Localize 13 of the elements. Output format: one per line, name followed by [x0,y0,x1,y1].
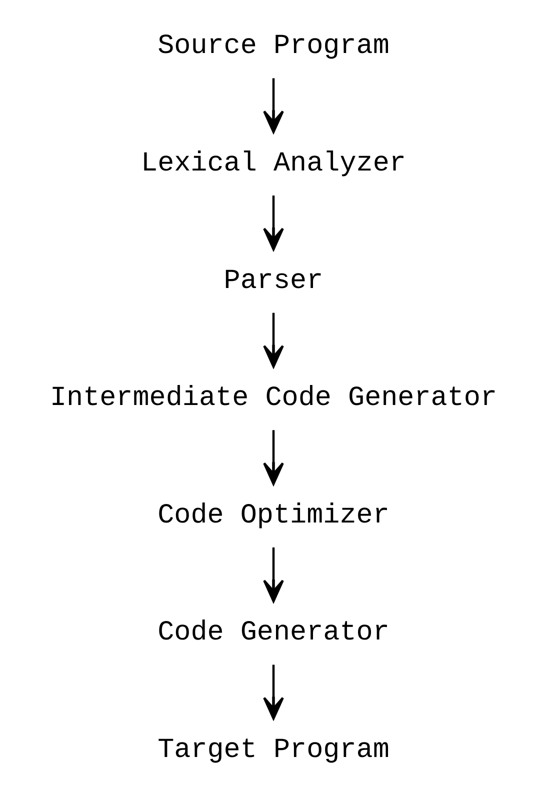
arrow [263,664,284,720]
node-text: Lexical Analyzer [141,148,406,180]
node-text: Source Program [158,31,390,62]
node-text: Code Optimizer [158,500,390,532]
node-text: Code Generator [158,618,390,649]
arrow [263,196,284,250]
node-text: Intermediate Code Generator [50,383,498,414]
arrow [263,547,284,602]
arrow [263,312,284,368]
arrow [263,78,284,134]
node-text: Parser [224,266,324,297]
node-text: Target Program [158,734,390,766]
arrow [263,430,284,486]
